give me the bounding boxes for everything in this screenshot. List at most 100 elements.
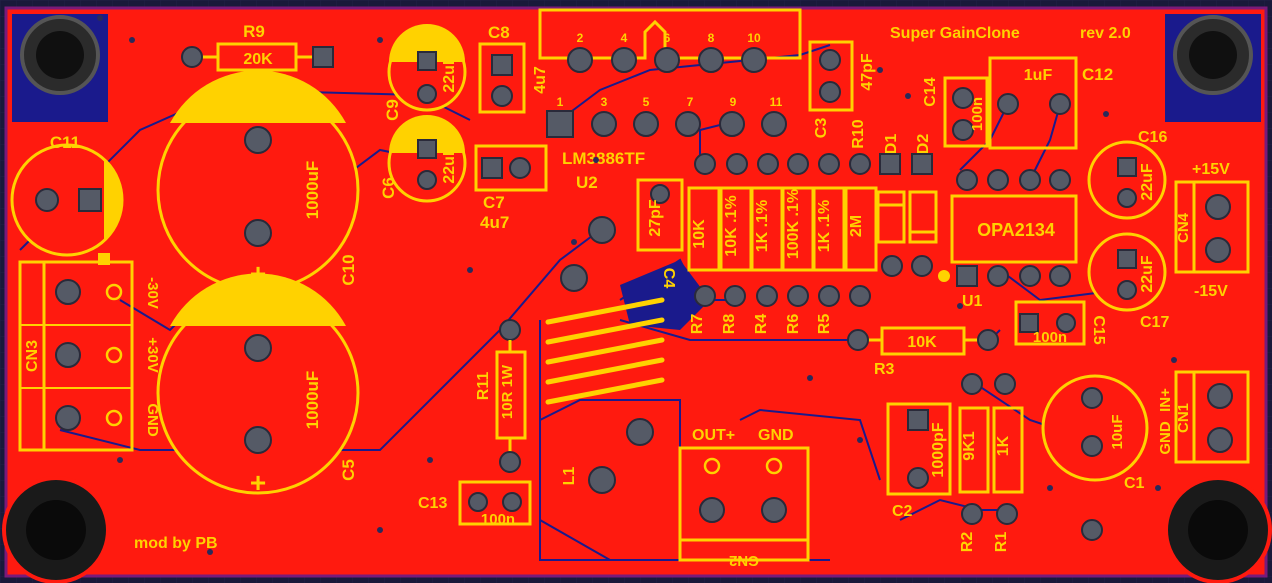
c13-ref: C13 (418, 495, 447, 512)
d2-ref: D2 (915, 134, 932, 155)
capacitor-c7: C7 4u7 (474, 144, 548, 232)
u1-value: OPA2134 (977, 220, 1055, 240)
r3-value: 10K (907, 334, 937, 351)
c16-value: 22uF (1139, 163, 1156, 201)
cn4-minus: -15V (1194, 283, 1228, 300)
u2-pin-7: 7 (687, 95, 694, 109)
u2-pin-1: 1 (557, 95, 564, 109)
c17-ref: C17 (1140, 314, 1169, 331)
resistor-array: 10K 10K .1% 1K .1% 100K .1% 1K .1% 2M (687, 186, 878, 272)
board-title: Super GainClone (890, 25, 1020, 42)
c1-value: 10uF (1109, 414, 1126, 449)
capacitor-c3: 47pF C3 (808, 40, 876, 139)
capacitor-c12: 1uF C12 (988, 56, 1113, 150)
c10-value: 1000uF (303, 161, 322, 220)
connector-cn4: +15V -15V CN4 (1174, 161, 1250, 300)
c5-value: 1000uF (303, 371, 322, 430)
cn2-ref: CN2 (729, 552, 759, 569)
resistor-r3: 10K R3 (847, 326, 999, 378)
r6-ref: R6 (785, 314, 802, 335)
connector-cn2: OUT+ GND CN2 (678, 427, 810, 569)
cn3-gnd: GND (144, 403, 161, 437)
r5-ref: R5 (816, 314, 833, 335)
cn1-in: IN+ (1157, 388, 1174, 412)
c16-ref: C16 (1138, 129, 1167, 146)
c6-ref: C6 (379, 177, 398, 199)
u2-value: LM3886TF (562, 149, 645, 168)
ic-u2-lm3886: 2 4 6 8 10 1 3 5 7 9 11 LM3886TF U2 (538, 8, 802, 192)
c15-value: 100n (1033, 329, 1067, 346)
c3-value: 47pF (859, 53, 876, 91)
c4-ref: C4 (660, 268, 677, 289)
resistors-r2-r1: 9K1 1K R2 R1 (958, 373, 1024, 553)
r1-ref: R1 (993, 532, 1010, 553)
u2-pin-2: 2 (577, 31, 584, 45)
connector-cn3: CN3 -30V +30V GND (18, 253, 161, 452)
c14-ref: C14 (922, 77, 939, 106)
u2-ref: U2 (576, 173, 598, 192)
r11-ref: R11 (475, 372, 492, 401)
cn2-out: OUT+ (692, 427, 735, 444)
u2-pin-8: 8 (708, 31, 715, 45)
u2-pin-9: 9 (730, 95, 737, 109)
inductor-l1: L1 (539, 216, 681, 561)
connector-cn1: CN1 IN+ GND (1157, 370, 1250, 464)
inductor-l1-winding (545, 297, 665, 405)
cn3-ref: CN3 (24, 340, 41, 372)
cn4-ref: CN4 (1175, 212, 1192, 243)
r10-value: 2M (848, 215, 865, 237)
c7-value: 4u7 (480, 213, 509, 232)
c3-ref: C3 (813, 118, 830, 139)
r10-ref: R10 (850, 119, 867, 148)
capacitor-c5: + 1000uF C5 (156, 273, 360, 498)
capacitor-c15: 100n C15 (1014, 300, 1107, 346)
capacitor-c11: C11 (10, 133, 124, 257)
u2-pin-10: 10 (747, 31, 761, 45)
capacitor-c1: 10uF C1 (1041, 374, 1149, 541)
capacitor-c10: + 1000uF C10 (156, 70, 360, 292)
r5-value: 1K .1% (816, 200, 833, 252)
capacitor-c4: 27pF C4 (636, 178, 684, 289)
c8-value: 4u7 (532, 66, 549, 94)
c6-value: 22uF (441, 146, 458, 184)
resistor-r9: R9 20K (181, 22, 334, 72)
capacitor-c6: 22uF C6 (379, 115, 467, 203)
c15-ref: C15 (1090, 315, 1107, 344)
vias (97, 15, 1177, 555)
c17-value: 22uF (1139, 255, 1156, 293)
c14-value: 100n (969, 97, 986, 131)
cn4-plus: +15V (1192, 161, 1230, 178)
l1-ref: L1 (561, 467, 578, 486)
r3-ref: R3 (874, 361, 895, 378)
cn3-pos: +30V (144, 337, 161, 372)
capacitor-c16: 22uF C16 (1087, 129, 1167, 220)
capacitor-c2: 1000pF C2 (886, 402, 952, 520)
diodes-d1-d2 (876, 190, 938, 277)
svg-text:+: + (250, 467, 266, 498)
u2-pin-4: 4 (621, 31, 628, 45)
heatsink-pad (620, 260, 710, 330)
r7-value: 10K (691, 219, 708, 249)
cn1-ref: CN1 (1175, 403, 1192, 433)
r2-value: 9K1 (961, 431, 978, 460)
c9-ref: C9 (383, 99, 402, 121)
capacitor-c13: 100n C13 (418, 480, 532, 528)
r8-ref: R8 (721, 314, 738, 335)
board-revision: rev 2.0 (1080, 25, 1131, 42)
r2-ref: R2 (959, 532, 976, 553)
u1-ref: U1 (962, 293, 983, 310)
cn2-gnd: GND (758, 427, 794, 444)
r8-value: 10K .1% (723, 195, 740, 256)
c8-ref: C8 (488, 23, 510, 42)
cn1-gnd: GND (1157, 421, 1174, 455)
r9-ref: R9 (243, 22, 265, 41)
c10-ref: C10 (339, 254, 358, 285)
c11-ref: C11 (50, 133, 80, 152)
r6-value: 100K .1% (785, 189, 802, 259)
r4-ref: R4 (753, 314, 770, 335)
capacitor-c9: 22uF C9 (383, 24, 467, 121)
ic-u1-opa2134: OPA2134 U1 (938, 169, 1078, 310)
r7-ref: R7 (689, 314, 706, 335)
